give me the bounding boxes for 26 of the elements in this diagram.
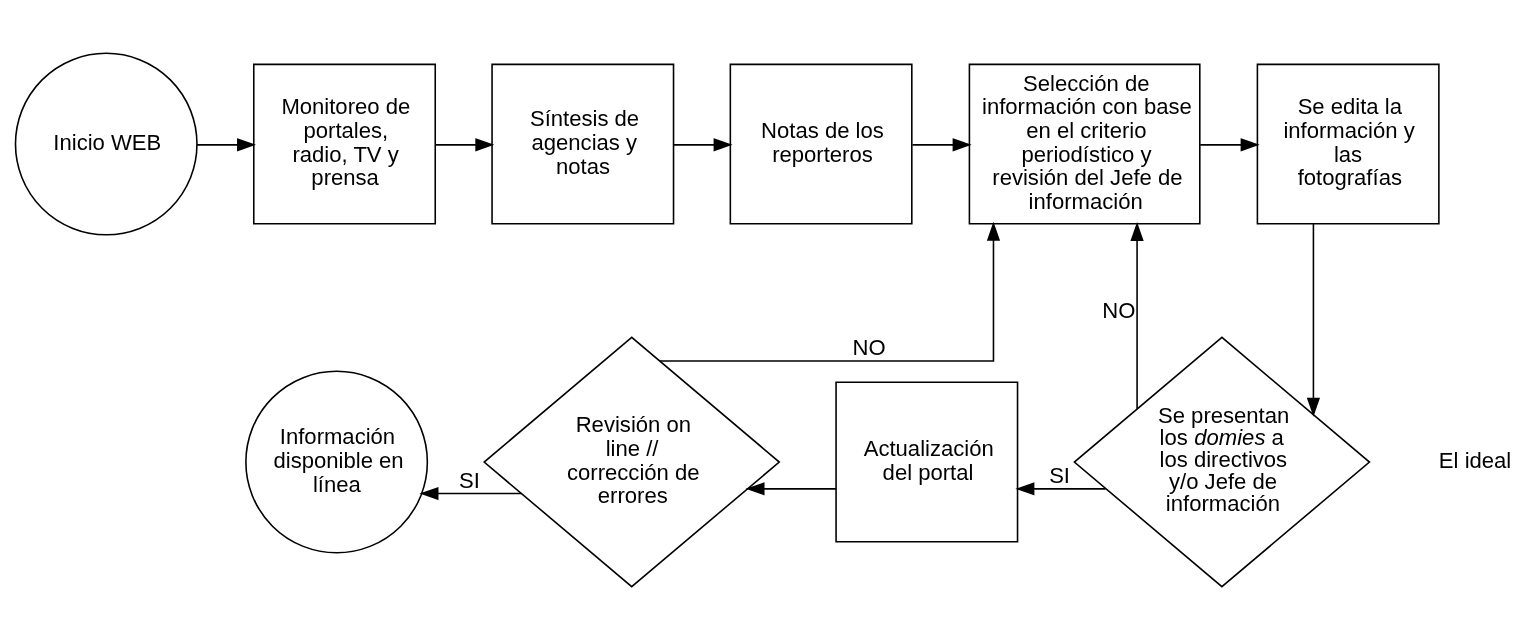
arrow	[911, 137, 972, 151]
arrow	[659, 221, 1001, 362]
arrow	[196, 137, 256, 151]
node-circle: Información disponible en línea	[245, 370, 429, 554]
label: El ideal	[1438, 447, 1512, 473]
node-box: Selección de información con base en el criterio periodístico y revisión del Jefe de información	[968, 63, 1201, 225]
node-circle: Inicio WEB	[14, 52, 198, 236]
node-box: Actualización del portal	[835, 381, 1019, 542]
node-diamond: Revisión on line // corrección de errores	[482, 335, 781, 588]
arrow	[672, 137, 733, 151]
arrow	[1130, 221, 1144, 410]
node-box: Síntesis de agencias y notas	[491, 63, 675, 225]
node-diamond: Se presentan los domies a los directivos y/o Jefe de información	[1073, 335, 1371, 588]
arrow	[1015, 481, 1107, 495]
edge-label: SI	[459, 467, 480, 493]
arrow	[434, 137, 495, 151]
arrow	[1199, 137, 1260, 151]
edge-label: SI	[1049, 462, 1071, 488]
edge-label: NO	[852, 334, 886, 360]
node-box: Se edita la información y las fotografías	[1256, 63, 1440, 225]
arrow	[1306, 222, 1321, 417]
node-box: Monitoreo de portales, radio, TV y prensa	[253, 63, 437, 225]
arrow	[745, 481, 837, 495]
node-box: Notas de los reporteros	[729, 63, 913, 225]
arrow	[419, 486, 523, 500]
edge-label: NO	[1102, 297, 1136, 323]
